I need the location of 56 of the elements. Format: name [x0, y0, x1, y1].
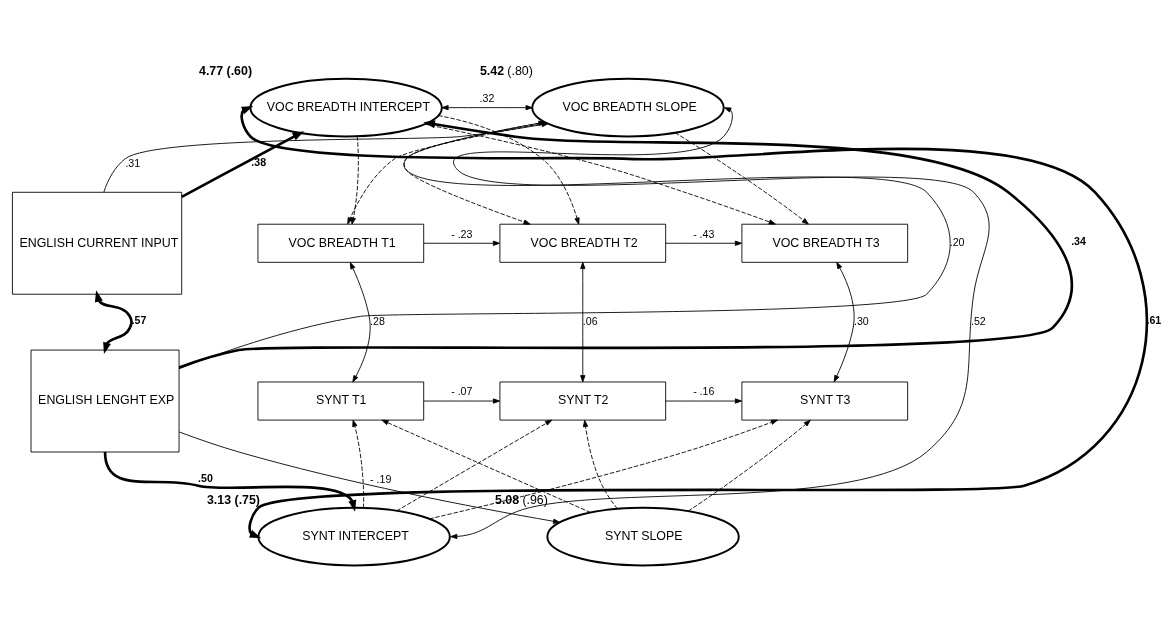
node-box: SYNT T2: [499, 381, 667, 421]
node-ellipse: VOC BREADTH INTERCEPT: [249, 77, 443, 137]
arrow: [423, 240, 500, 246]
arrow: [103, 451, 357, 512]
node-label: 4.77 (.60): [198, 63, 253, 78]
edge-label: .28: [370, 314, 385, 327]
arrow: [429, 419, 778, 519]
arrow: [423, 397, 500, 404]
arrow: [241, 105, 1148, 538]
edge-label: .30: [854, 314, 869, 327]
arrow: [833, 261, 855, 382]
arrow: [674, 131, 809, 225]
arrow: [665, 240, 742, 246]
node-box: SYNT T1: [257, 381, 425, 421]
edge-label: - .23: [451, 227, 473, 240]
node-box: ENGLISH LENGHT EXP: [30, 349, 180, 452]
edge-label: .38: [251, 155, 267, 168]
edge-label: .50: [198, 471, 213, 484]
node-ellipse: VOC BREADTH SLOPE: [531, 77, 725, 137]
arrow: [687, 419, 811, 511]
edge-label: - .19: [370, 472, 392, 485]
edge-label: - .07: [451, 384, 473, 397]
arrow: [349, 261, 371, 382]
edge-label: - .43: [693, 227, 715, 240]
arrow: [181, 130, 304, 198]
edge-label: .32: [479, 91, 495, 104]
edge-label: .31: [125, 156, 141, 169]
node-ellipse: SYNT INTERCEPT: [257, 506, 451, 566]
arrow: [437, 114, 580, 225]
node-box: ENGLISH CURRENT INPUT: [11, 191, 183, 295]
edge-label: .52: [971, 314, 986, 327]
arrow: [350, 135, 359, 225]
arrow: [582, 419, 618, 509]
edge-label: .34: [1071, 234, 1086, 247]
arrow: [94, 289, 133, 354]
node-label: 5.42 (.80): [479, 63, 533, 78]
node-ellipse: SYNT SLOPE: [546, 506, 740, 566]
node-box: VOC BREADTH T1: [257, 223, 425, 263]
arrow: [580, 261, 586, 382]
edge-label: .61: [1146, 313, 1162, 326]
node-box: VOC BREADTH T2: [499, 223, 667, 263]
node-label: 3.13 (.75): [206, 492, 261, 507]
edge-label: .06: [582, 314, 598, 327]
arrow: [450, 106, 990, 539]
arrow: [441, 104, 533, 110]
node-box: SYNT T3: [741, 381, 909, 421]
edge-label: - .16: [693, 384, 715, 397]
edge-label: .20: [949, 235, 965, 248]
arrow: [665, 397, 742, 404]
arrow: [178, 431, 561, 524]
edge-label: .57: [131, 313, 147, 326]
node-box: VOC BREADTH T3: [741, 223, 909, 263]
arrow: [381, 419, 591, 513]
arrow: [352, 419, 365, 508]
arrow: [396, 419, 553, 511]
node-label: 5.08 (.96): [495, 492, 548, 507]
